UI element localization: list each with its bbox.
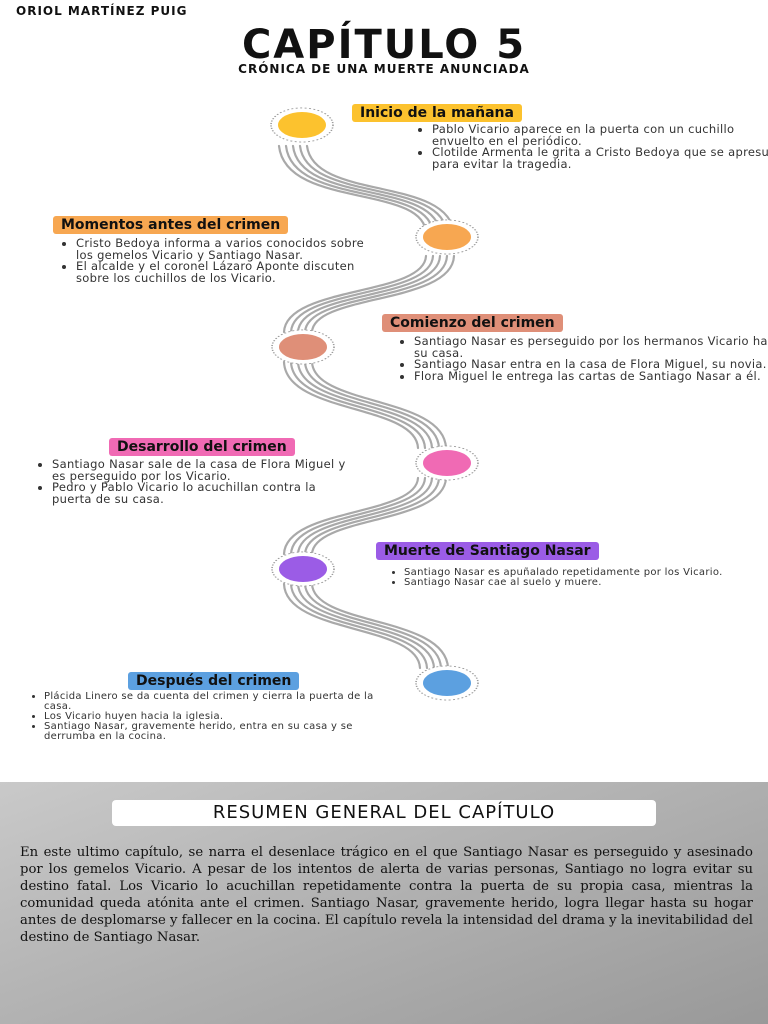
author-name: ORIOL MARTÍNEZ PUIG — [16, 4, 188, 18]
list-item: Santiago Nasar, gravemente herido, entra… — [44, 722, 394, 742]
list-item: Santiago Nasar es perseguido por los her… — [414, 335, 768, 359]
stage-label-muerte: Muerte de Santiago Nasar — [376, 542, 599, 560]
list-item: Pablo Vicario aparece en la puerta con u… — [432, 123, 768, 147]
summary-text: En este ultimo capítulo, se narra el des… — [20, 845, 753, 945]
timeline-node-comienzo — [271, 329, 335, 365]
list-item: Santiago Nasar cae al suelo y muere. — [404, 578, 768, 588]
list-item: Plácida Linero se da cuenta del crimen y… — [44, 692, 394, 712]
list-item: Santiago Nasar es apuñalado repetidament… — [404, 568, 768, 578]
stage-items-muerte: Santiago Nasar es apuñalado repetidament… — [386, 568, 768, 588]
list-item: Pedro y Pablo Vicario lo acuchillan cont… — [52, 481, 352, 505]
stage-label-desarrollo: Desarrollo del crimen — [109, 438, 295, 456]
page-subtitle: CRÓNICA DE UNA MUERTE ANUNCIADA — [238, 62, 530, 76]
stage-label-momentos: Momentos antes del crimen — [53, 216, 289, 234]
timeline-node-desarrollo — [415, 445, 479, 481]
list-item: Clotilde Armenta le grita a Cristo Bedoy… — [432, 146, 768, 170]
timeline-node-inicio — [270, 107, 334, 143]
stage-items-desarrollo: Santiago Nasar sale de la casa de Flora … — [34, 458, 352, 505]
stage-items-comienzo: Santiago Nasar es perseguido por los her… — [396, 335, 768, 383]
stage-items-momentos: Cristo Bedoya informa a varios conocidos… — [58, 237, 376, 284]
page-title: CAPÍTULO 5 — [241, 22, 527, 68]
stage-label-despues: Después del crimen — [128, 672, 300, 690]
stage-label-comienzo: Comienzo del crimen — [382, 314, 563, 332]
list-item: El alcalde y el coronel Lázaro Aponte di… — [76, 260, 376, 284]
list-item: Santiago Nasar sale de la casa de Flora … — [52, 458, 352, 482]
stage-items-inicio: Pablo Vicario aparece en la puerta con u… — [414, 123, 768, 170]
stage-label-inicio: Inicio de la mañana — [352, 104, 522, 122]
stage-items-despues: Plácida Linero se da cuenta del crimen y… — [26, 692, 394, 742]
list-item: Cristo Bedoya informa a varios conocidos… — [76, 237, 376, 261]
list-item: Los Vicario huyen hacia la iglesia. — [44, 712, 394, 722]
list-item: Flora Miguel le entrega las cartas de Sa… — [414, 370, 768, 383]
timeline-node-momentos — [415, 219, 479, 255]
timeline-node-despues — [415, 665, 479, 701]
timeline-road — [270, 107, 479, 701]
list-item: Santiago Nasar entra en la casa de Flora… — [414, 358, 768, 371]
timeline-node-muerte — [271, 551, 335, 587]
summary-title: RESUMEN GENERAL DEL CAPÍTULO — [112, 800, 656, 826]
